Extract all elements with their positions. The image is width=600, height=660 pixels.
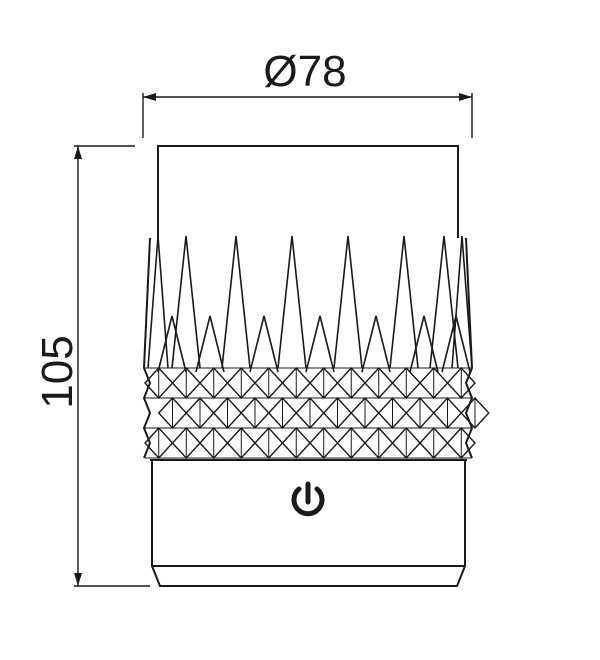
crystal-diamond: [446, 426, 476, 460]
crystal-spike-tall: [221, 235, 251, 369]
width-arrow-left: [143, 93, 156, 101]
crystal-spike-short: [441, 315, 471, 373]
width-arrow-right: [459, 93, 472, 101]
base-housing: [151, 459, 466, 587]
height-dimension: 105: [33, 145, 150, 587]
crystal-facets: [142, 235, 490, 460]
crystal-spike-tall: [277, 235, 307, 369]
crystal-spike-short: [157, 315, 187, 373]
crystal-side-left: [142, 237, 152, 459]
crystal-diamond: [446, 366, 476, 400]
crystal-spike-short: [361, 315, 391, 373]
height-arrow-top: [74, 146, 82, 159]
crystal-spike-tall: [451, 235, 473, 369]
crystal-spike-tall: [147, 235, 169, 369]
crystal-side-right: [464, 237, 474, 459]
power-icon: [291, 481, 325, 517]
height-arrow-bottom: [74, 573, 82, 586]
crystal-spike-short: [305, 315, 335, 373]
width-dimension: Ø78: [142, 47, 473, 138]
crystal-spike-short: [195, 315, 225, 373]
diameter-label: Ø78: [263, 47, 346, 96]
crystal-spike-short: [409, 315, 439, 373]
crystal-spike-tall: [389, 235, 419, 369]
crystal-spike-tall: [171, 235, 201, 369]
lamp-body: [142, 145, 490, 587]
height-label: 105: [33, 335, 82, 408]
top-outline: [157, 145, 459, 238]
crystal-spike-tall: [333, 235, 363, 369]
crystal-spike-short: [249, 315, 279, 373]
